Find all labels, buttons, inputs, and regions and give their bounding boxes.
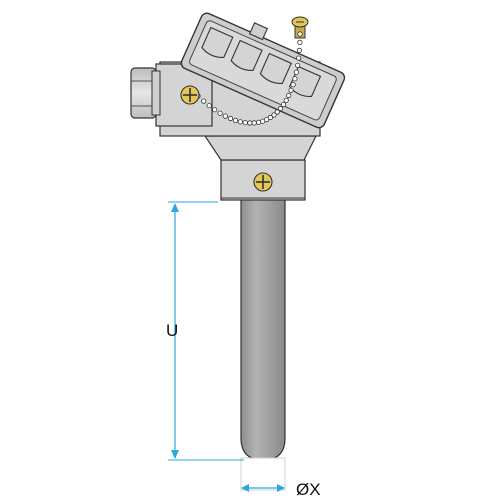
chain-bead	[297, 31, 303, 37]
chain-bead	[212, 107, 218, 113]
chain-bead	[237, 119, 243, 125]
chain-bead	[296, 47, 302, 54]
chain-bead	[290, 82, 296, 88]
chain-bead	[247, 120, 253, 126]
chain-bead	[201, 98, 207, 104]
housing-screw	[180, 85, 200, 105]
chain-bead	[280, 102, 287, 108]
chain-bead	[292, 76, 298, 82]
length-label: U	[166, 321, 178, 340]
probe-sheath	[240, 197, 286, 461]
cover-screw	[291, 16, 309, 39]
chain-bead	[206, 103, 212, 109]
chain-bead	[217, 110, 223, 116]
chain-bead	[277, 105, 284, 112]
taper	[203, 135, 317, 161]
chain-bead	[232, 117, 239, 124]
neck-screw	[253, 172, 273, 192]
chain-bead	[288, 87, 294, 93]
chain-bead	[283, 97, 289, 103]
chain-bead	[260, 118, 266, 124]
chain-bead	[296, 55, 302, 61]
chain-bead	[295, 62, 301, 68]
dimension-u	[168, 201, 244, 461]
chain-bead	[227, 115, 234, 122]
chain-bead	[242, 120, 248, 126]
dimension-diameter	[241, 484, 285, 492]
chain-bead	[293, 69, 299, 75]
chain-bead	[271, 112, 277, 118]
cable-gland-nut	[130, 67, 161, 119]
chain-bead	[286, 92, 292, 99]
chain-bead	[297, 39, 303, 46]
chain-bead	[267, 114, 273, 121]
diameter-label: ØX	[296, 480, 321, 499]
housing-cover	[180, 12, 346, 129]
chain-bead	[222, 113, 228, 119]
chain-bead	[255, 119, 262, 125]
chain-bead	[251, 120, 257, 126]
chain-bead	[274, 109, 280, 115]
